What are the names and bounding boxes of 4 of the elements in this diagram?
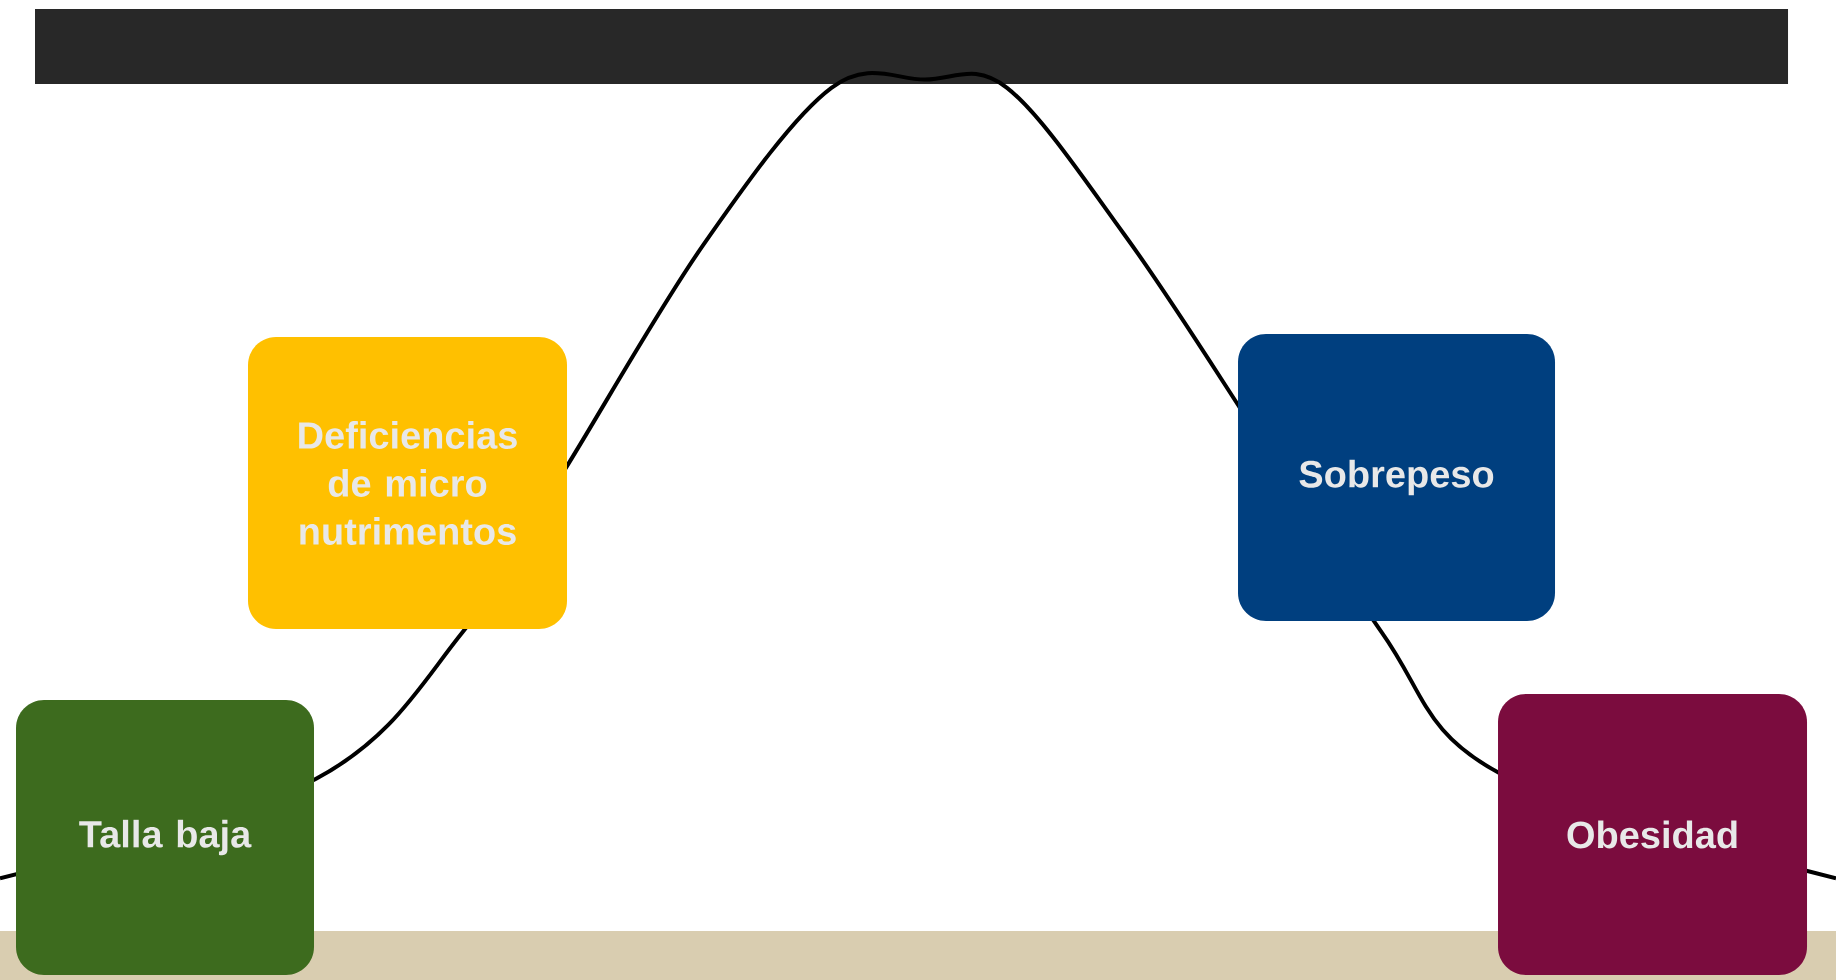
- category-box: Talla baja: [16, 700, 314, 975]
- category-box: Deficiencias de micro nutrimentos: [248, 337, 567, 629]
- category-box: Obesidad: [1498, 694, 1807, 975]
- category-box: Sobrepeso: [1238, 334, 1555, 621]
